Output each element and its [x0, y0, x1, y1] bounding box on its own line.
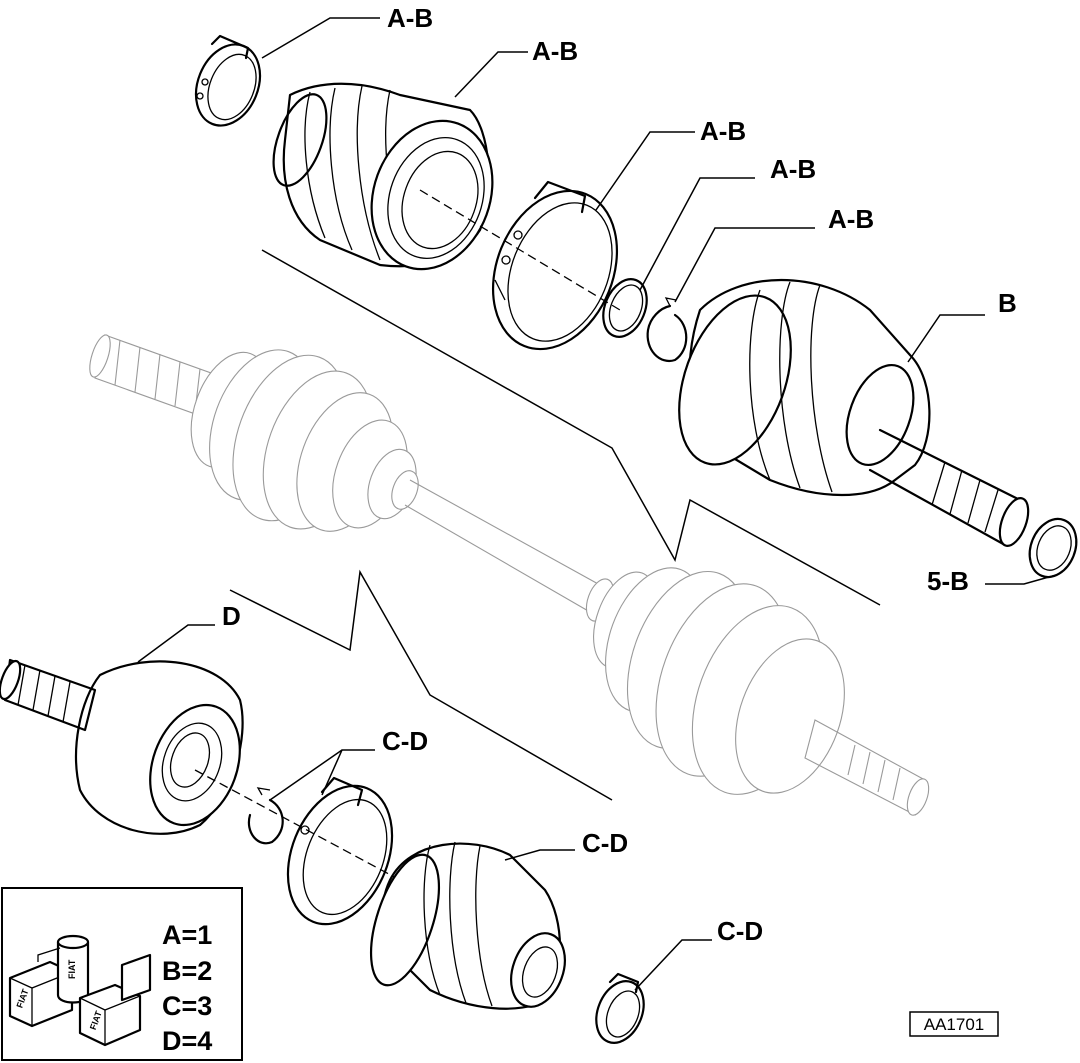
- legend-item-b: B=2: [162, 956, 212, 986]
- callout-labels: A-B A-B A-B A-B A-B B 5-B D C-D C-D C-D: [222, 3, 1017, 946]
- small-clamp-bottom: [595, 972, 645, 1044]
- leader-lines: [137, 17, 1057, 991]
- circlip-top: [646, 297, 688, 363]
- seal-ring-5b: [1028, 517, 1078, 579]
- callout-circlip-top: A-B: [828, 204, 874, 234]
- boot-top: [272, 82, 494, 271]
- callout-boot-top: A-B: [532, 36, 578, 66]
- reference-code: AA1701: [924, 1015, 985, 1034]
- callout-seal-ring-b: 5-B: [927, 566, 969, 596]
- reference-code-box: AA1701: [909, 1011, 999, 1037]
- lubricant-containers-icon: [8, 934, 152, 1047]
- callout-outer-joint-b: B: [998, 288, 1017, 318]
- small-clamp-top: [194, 34, 262, 127]
- legend-item-a: A=1: [162, 920, 212, 950]
- callout-boot-bottom: C-D: [582, 828, 628, 858]
- assembled-drive-shaft: [89, 334, 930, 816]
- axis-line-top: [419, 189, 621, 311]
- circlip-bottom: [247, 787, 284, 845]
- inner-joint-d: [0, 658, 244, 835]
- fiat-logo-cylinder: FIAT: [67, 959, 77, 979]
- callout-clamp-top-large: A-B: [700, 116, 746, 146]
- outer-cv-joint-b: [678, 279, 1030, 547]
- boot-bottom: [369, 841, 566, 1010]
- legend-item-c: C=3: [162, 991, 212, 1021]
- large-clamp-top: [491, 180, 619, 351]
- ring-top: [602, 278, 648, 338]
- axis-line-bottom: [194, 769, 401, 881]
- assembled-left-boot: [190, 349, 419, 532]
- callout-inner-joint-d: D: [222, 601, 241, 631]
- section-break-lines: [229, 249, 881, 801]
- callout-clamp-bottom-small: C-D: [717, 916, 763, 946]
- assembled-right-boot: [585, 567, 845, 795]
- large-clamp-bottom: [286, 776, 394, 926]
- callout-clamp-top-small: A-B: [387, 3, 433, 33]
- callout-circlip-clamp-bottom: C-D: [382, 726, 428, 756]
- lubricant-legend: FIAT FIAT FIAT A=1 B=2 C=3 D=4: [1, 887, 243, 1061]
- legend-item-d: D=4: [162, 1026, 212, 1056]
- callout-ring-top: A-B: [770, 154, 816, 184]
